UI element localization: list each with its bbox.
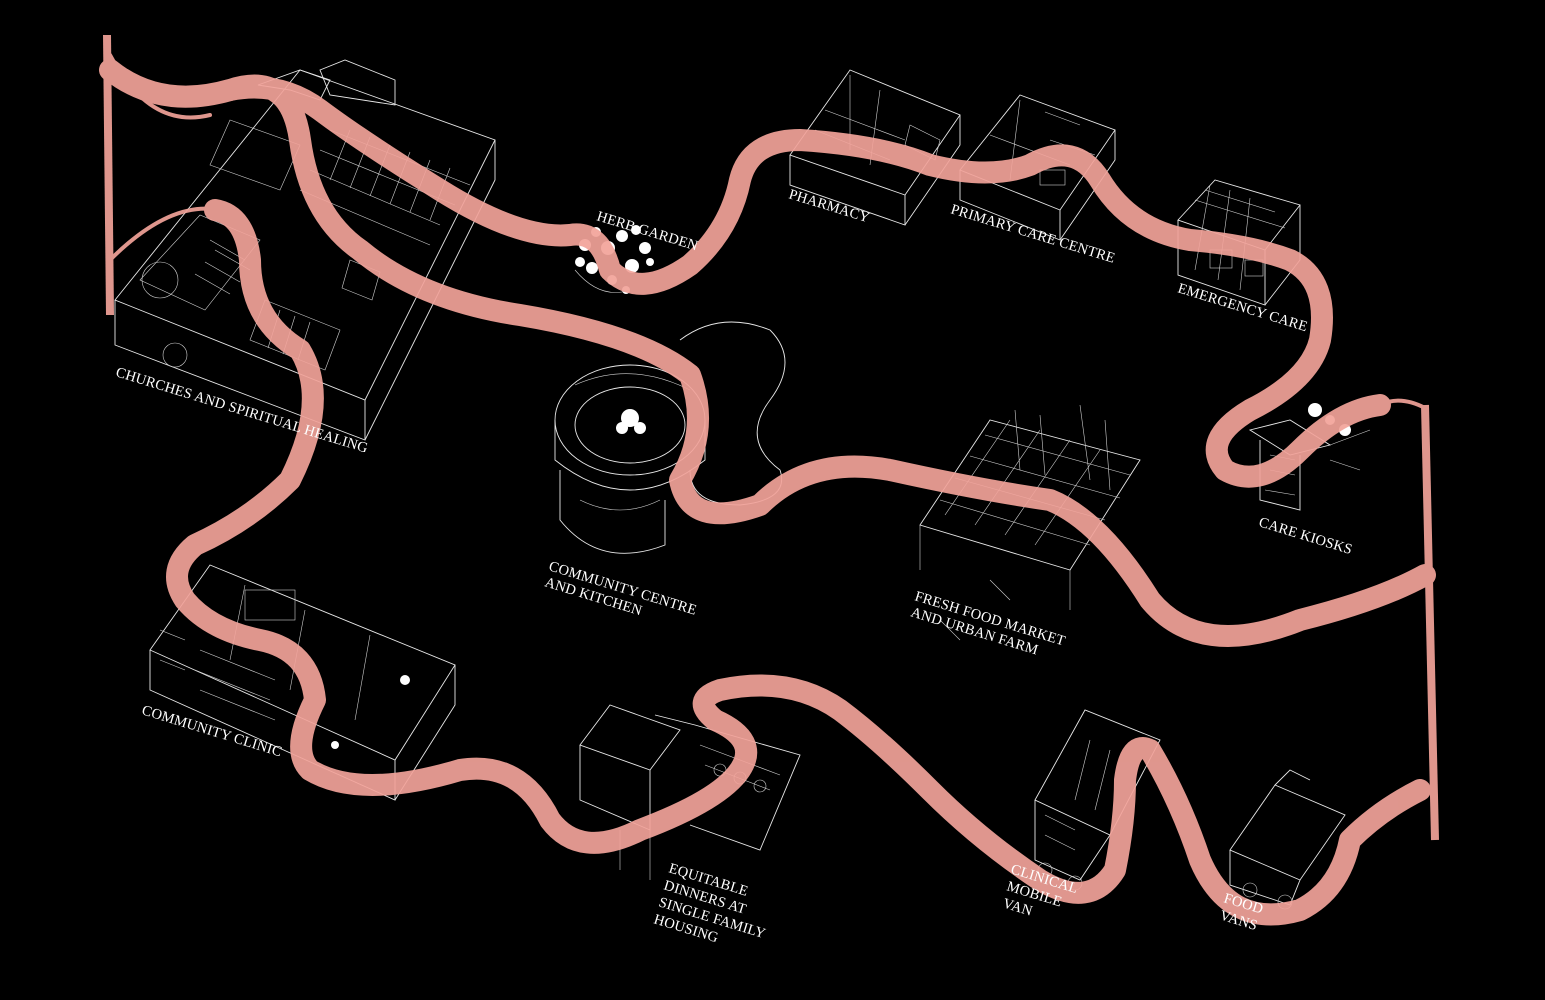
primary-care-building-drawing bbox=[959, 94, 1116, 241]
churches-building-drawing bbox=[114, 59, 496, 441]
right-post bbox=[1421, 404, 1439, 841]
pharmacy-building-drawing bbox=[789, 69, 961, 226]
care-pathway-ribbon bbox=[99, 34, 1439, 926]
fresh-food-market-drawing bbox=[919, 404, 1141, 641]
food-van-drawing bbox=[1229, 769, 1346, 910]
clinical-mobile-van-drawing bbox=[1034, 709, 1161, 891]
